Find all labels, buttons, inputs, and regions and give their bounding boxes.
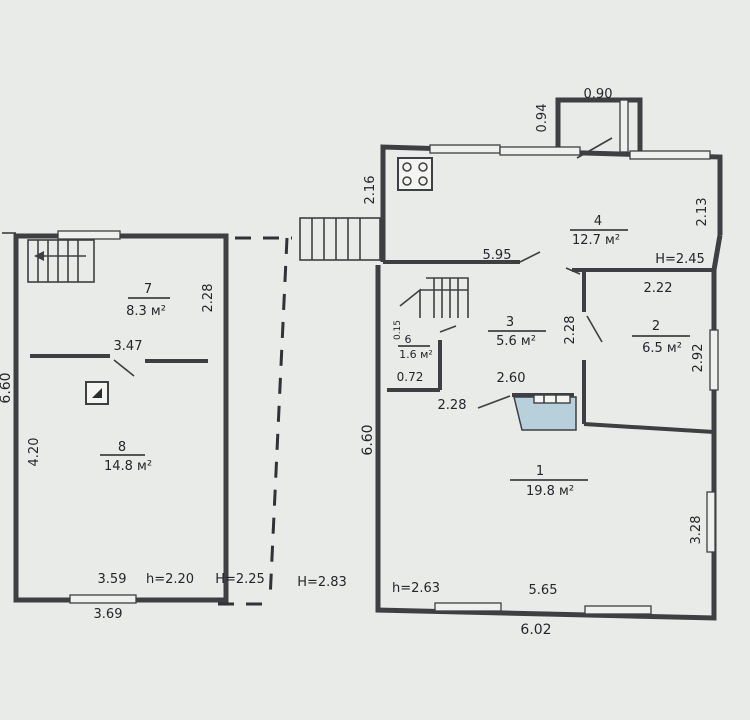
- dim-6-02: 6.02: [520, 622, 551, 638]
- room-2-area: 6.5 м²: [642, 341, 682, 356]
- door-room-4: [519, 251, 541, 263]
- room-6-area: 1.6 м²: [399, 348, 433, 361]
- dim-0-94: 0.94: [535, 104, 550, 133]
- window-top-3: [629, 150, 711, 160]
- room-7-number: 7: [144, 282, 152, 297]
- entry-steps: [299, 217, 381, 261]
- room-4-area: 12.7 м²: [572, 233, 620, 248]
- window-bottom-2: [584, 605, 652, 615]
- room-4-number: 4: [594, 214, 602, 229]
- window-top-1: [429, 144, 501, 154]
- dim-h-2-20: h=2.20: [146, 572, 194, 587]
- dim-0-72: 0.72: [397, 370, 424, 384]
- room-1-number: 1: [536, 464, 544, 479]
- door-room-2: [586, 315, 603, 343]
- dim-H-2-83: H=2.83: [297, 575, 347, 590]
- dim-3-47: 3.47: [114, 339, 143, 354]
- room-7-area: 8.3 м²: [126, 304, 166, 319]
- kitchen-stove-icon: [397, 157, 433, 191]
- porch-window: [619, 99, 629, 153]
- window-top-2: [499, 146, 581, 156]
- dim-2-92: 2.92: [691, 344, 706, 373]
- left-building-outer-wall: [13, 233, 229, 603]
- dim-3-28: 3.28: [689, 516, 704, 545]
- dashed-outline: [218, 236, 292, 606]
- door-7-8: [113, 359, 135, 377]
- right-building: 4 12.7 м² 3 5.6 м² 2 6.5 м² 1 19.8 м² 6 …: [299, 87, 723, 638]
- stairs-room-7: [27, 239, 95, 283]
- left-building: 7 8.3 м² 8 14.8 м² 3.47 2.28 6.60 4.20 3…: [0, 230, 229, 622]
- dim-2-60: 2.60: [497, 371, 526, 386]
- dim-2-16: 2.16: [363, 176, 378, 205]
- dim-2-28-left: 2.28: [201, 284, 216, 313]
- window-top-left: [57, 230, 121, 240]
- window-right-2: [706, 491, 716, 553]
- dim-5-95: 5.95: [483, 248, 512, 263]
- room-8-area: 14.8 м²: [104, 459, 152, 474]
- dim-h-2-63: h=2.63: [392, 581, 440, 596]
- dim-0-15: 0.15: [393, 320, 403, 340]
- room-3-area: 5.6 м²: [496, 334, 536, 349]
- room-1-stove-icon: [513, 394, 577, 431]
- dim-2-28-mid: 2.28: [563, 316, 578, 345]
- room-3-number: 3: [506, 315, 514, 330]
- room-1-area: 19.8 м²: [526, 484, 574, 499]
- dim-5-65: 5.65: [529, 583, 558, 598]
- porch-door: [576, 137, 613, 159]
- dim-H-2-25: H=2.25: [215, 572, 265, 587]
- dim-2-28-low: 2.28: [438, 398, 467, 413]
- dim-6-60-left: 6.60: [0, 372, 14, 403]
- door-room-1: [477, 395, 511, 409]
- dim-0-90: 0.90: [584, 87, 613, 102]
- room-8-number: 8: [118, 440, 126, 455]
- room-2-number: 2: [652, 319, 660, 334]
- dim-2-22: 2.22: [644, 281, 673, 296]
- window-bottom-left: [69, 594, 137, 604]
- dim-4-20: 4.20: [27, 438, 42, 467]
- stove-icon: [85, 381, 109, 405]
- dim-3-69: 3.69: [94, 607, 123, 622]
- stairs-room-3: [399, 277, 469, 318]
- window-bottom-1: [434, 602, 502, 612]
- dim-2-13: 2.13: [695, 198, 710, 227]
- room-6-number: 6: [405, 333, 412, 346]
- dim-3-59: 3.59: [98, 572, 127, 587]
- dim-H-2-45: H=2.45: [655, 252, 705, 267]
- window-right-1: [709, 329, 719, 391]
- dim-6-60-right: 6.60: [360, 424, 376, 455]
